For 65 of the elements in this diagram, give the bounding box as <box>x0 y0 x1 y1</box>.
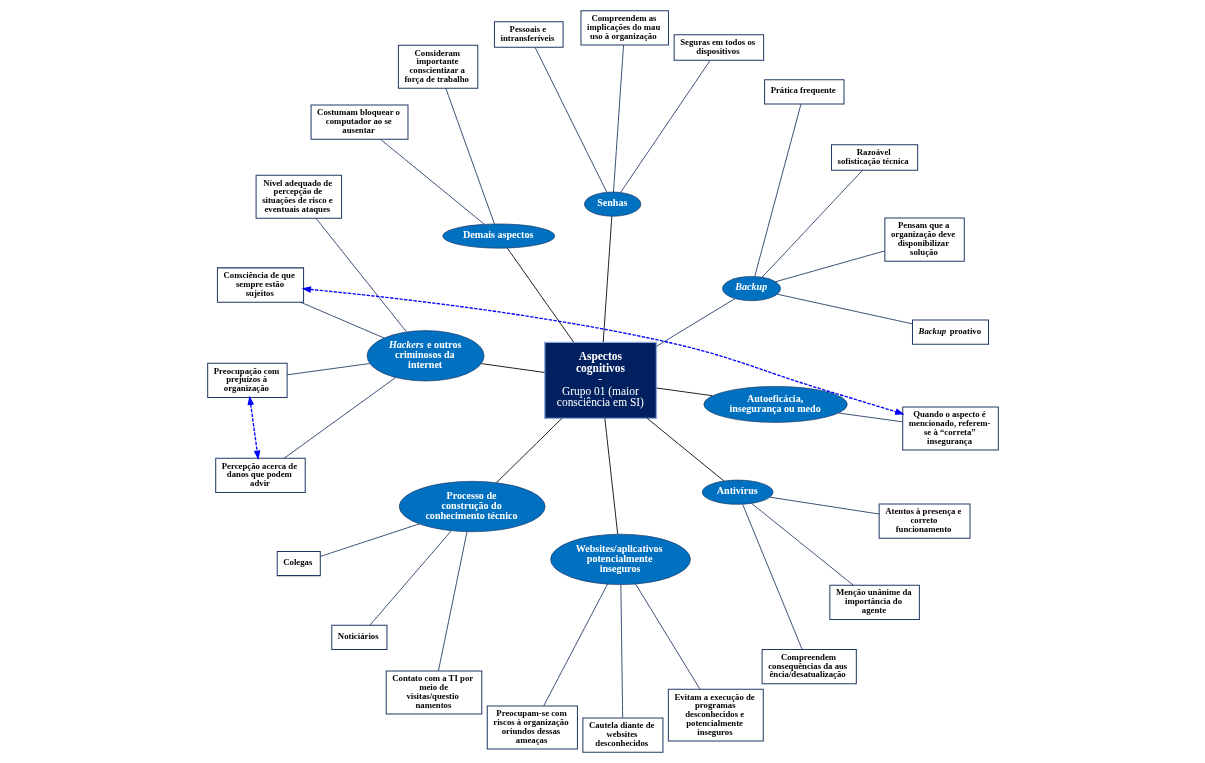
connector <box>299 301 384 339</box>
connector <box>283 377 396 459</box>
connector <box>602 215 612 343</box>
node-box: Pessoais e intransferíveis <box>493 21 564 48</box>
node-box: Compreendem consequências da ausência/desatualização <box>761 648 857 685</box>
node-box: Backup proativo <box>911 319 989 345</box>
node-box: Prática frequente <box>763 79 844 105</box>
node-ellipse: Websites/aplicativos potencialmente inseguros <box>549 533 691 585</box>
connector <box>646 417 724 482</box>
connector <box>534 46 607 193</box>
arrow <box>301 286 905 415</box>
node-box: Noticiários <box>330 624 387 651</box>
connector <box>837 412 903 423</box>
connector <box>495 417 562 484</box>
connector <box>437 531 467 672</box>
node-box: Consideram importante conscientizar a força de trabalho <box>397 44 478 89</box>
connector <box>774 250 885 283</box>
node-box: Preocupação com prejuízos à organização <box>206 362 288 398</box>
connector <box>612 44 624 193</box>
connector <box>619 584 623 719</box>
node-box: Menção unânime da importância do agente <box>828 584 920 620</box>
node-ellipse: Autoeficácia, insegurança ou medo <box>703 386 848 423</box>
node-box: Evitam a execução de programas desconhecidos e potencialmente inseguros <box>667 688 764 742</box>
node-ellipse: Hackers e outros criminosos da internet <box>366 330 484 382</box>
connector <box>753 103 801 277</box>
connector <box>776 293 913 325</box>
node-box: Nível adequado de percepção de situações de risco e eventuais ataques <box>255 174 342 219</box>
node-box: Aspectos cognitivos - Grupo 01 (maior consciência em SI) <box>543 341 657 420</box>
connector <box>750 502 853 586</box>
node-ellipse: Processo de construção do conhecimento técnico <box>398 481 545 533</box>
connector <box>769 496 880 515</box>
arrow <box>247 395 260 460</box>
connector <box>368 530 452 626</box>
node-ellipse: Senhas <box>583 191 641 217</box>
node-box: Atentos à presença e correto funcionamento <box>878 503 970 539</box>
node-box: Consciência de que sempre estão sujeitos <box>216 267 304 303</box>
connector <box>542 583 608 707</box>
node-box: Quando o aspecto é mencionado, referem-se à “correta” insegurança <box>901 406 999 451</box>
node-box: Costumam bloquear o computador ao se ausentar <box>310 104 408 140</box>
connector <box>761 169 863 278</box>
connector <box>379 138 485 225</box>
node-box: Percepção acerca de danos que podem advir <box>214 457 306 494</box>
connector <box>286 363 370 376</box>
connector <box>480 363 545 373</box>
connector <box>506 247 574 343</box>
connector <box>603 418 618 535</box>
node-box: Cautela diante de websites desconhecidos <box>581 717 663 753</box>
connector <box>619 60 710 193</box>
node-box: Contato com a TI por meio de visitas/questio namentos <box>385 670 482 715</box>
node-box: Razoável sofisticação técnica <box>830 144 918 171</box>
connector <box>315 218 407 333</box>
connector <box>655 387 713 397</box>
node-ellipse: Demais aspectos <box>441 223 555 249</box>
node-box: Preocupam-se com riscos à organização oriundos dessas ameaças <box>486 705 578 750</box>
node-box: Compreendem as implicações do mau uso à organização <box>579 10 669 46</box>
node-box: Seguras em todos os dispositivos <box>673 34 764 61</box>
connector <box>634 583 700 690</box>
connector <box>319 523 420 557</box>
node-box: Colegas <box>276 550 321 577</box>
connector <box>655 298 735 347</box>
connector <box>444 87 495 225</box>
connector <box>741 504 803 650</box>
node-ellipse: Antivírus <box>701 479 773 505</box>
node-ellipse: Backup <box>721 276 781 301</box>
node-box: Pensam que a organização deve disponibilizar solução <box>883 217 965 262</box>
